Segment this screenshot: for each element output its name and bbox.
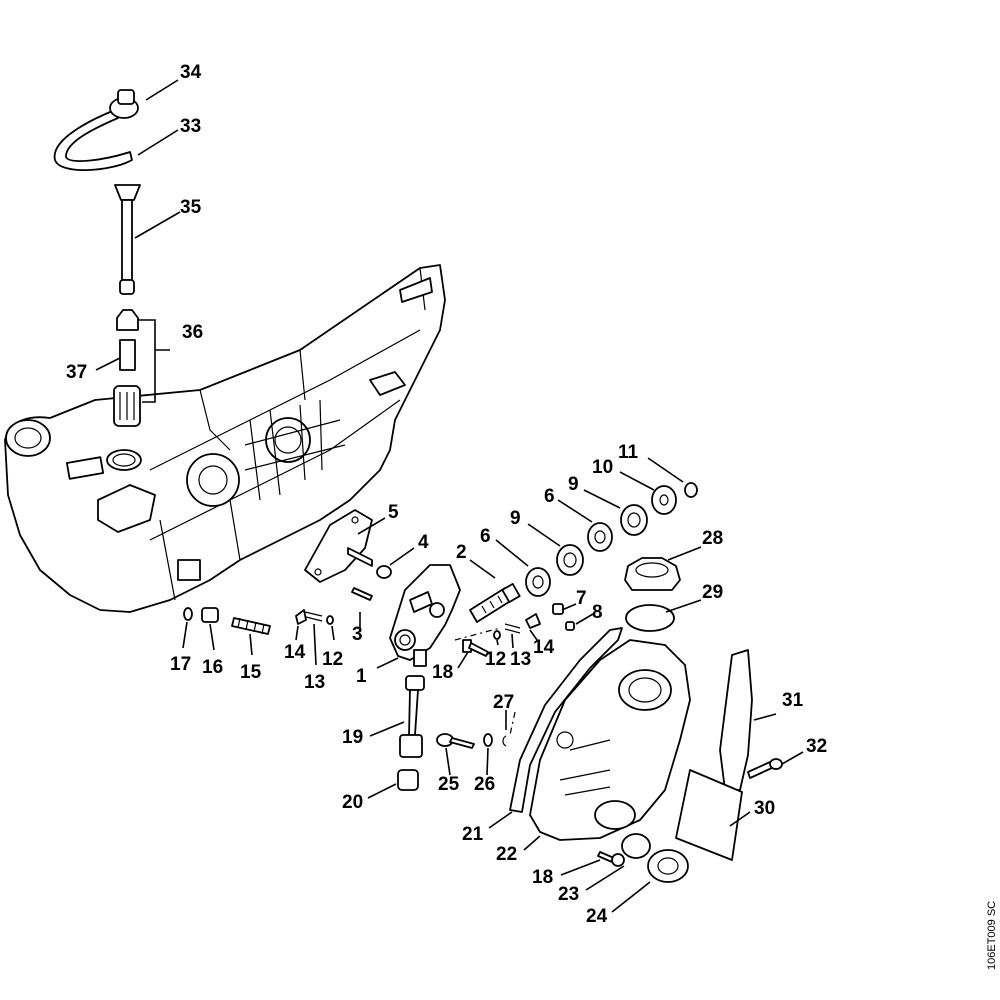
circlip-27 <box>502 735 507 747</box>
crankcase-housing <box>4 264 446 613</box>
callout-23: 23 <box>558 884 579 905</box>
screw-18a <box>462 639 489 657</box>
washer-26 <box>483 733 493 747</box>
callout-12a: 12 <box>322 649 343 670</box>
callout-1: 1 <box>356 666 367 687</box>
oil-pump-body <box>389 564 461 667</box>
gasket-plate <box>304 509 373 583</box>
callout-25: 25 <box>438 774 460 795</box>
callout-15: 15 <box>240 662 262 683</box>
bearing-stack <box>525 482 698 597</box>
guide-plate-31 <box>719 649 753 791</box>
callout-26: 26 <box>474 774 495 795</box>
callout-32: 32 <box>806 736 827 757</box>
grommet-20 <box>397 769 419 791</box>
callout-27: 27 <box>493 692 514 713</box>
callout-28: 28 <box>702 528 723 549</box>
adjusting-screw-parts <box>295 603 575 640</box>
callout-5: 5 <box>388 502 399 523</box>
callout-14a: 14 <box>284 642 306 663</box>
callout-22: 22 <box>496 844 517 865</box>
callout-4: 4 <box>418 532 429 553</box>
cover-22 <box>529 639 691 841</box>
screw-18b <box>597 851 625 867</box>
callout-18a: 18 <box>432 662 453 683</box>
strainer-assembly <box>113 309 141 427</box>
callout-35: 35 <box>180 197 202 218</box>
shield-30 <box>675 769 743 861</box>
callout-9b: 9 <box>568 474 579 495</box>
oil-cap <box>624 557 681 591</box>
bearing-cap-24 <box>647 849 689 883</box>
callout-31: 31 <box>782 690 804 711</box>
callout-6a: 6 <box>480 526 491 547</box>
callout-9a: 9 <box>510 508 521 529</box>
callout-7: 7 <box>576 588 587 609</box>
callout-2: 2 <box>456 542 467 563</box>
callout-34: 34 <box>180 62 202 83</box>
callout-21: 21 <box>462 824 484 845</box>
callout-30: 30 <box>754 798 775 819</box>
callout-labels: 34 33 35 36 37 5 4 2 6 9 6 9 10 11 28 29… <box>66 62 827 927</box>
drawing-code: 106ET009 SC <box>986 901 998 970</box>
callout-16: 16 <box>202 657 223 678</box>
leader-lines <box>95 79 804 913</box>
callout-29: 29 <box>702 582 723 603</box>
callout-36: 36 <box>182 322 203 343</box>
callout-19: 19 <box>342 727 363 748</box>
screw-32 <box>747 758 783 779</box>
worm-shaft-2 <box>469 583 521 623</box>
pickup-tube-19 <box>399 675 425 758</box>
callout-33: 33 <box>180 116 201 137</box>
seal-ring-23 <box>621 833 651 859</box>
gasket-21 <box>509 627 623 813</box>
pump-small-parts-left <box>183 607 271 635</box>
callout-8: 8 <box>592 602 603 623</box>
callout-17: 17 <box>170 654 191 675</box>
callout-11: 11 <box>618 442 639 463</box>
screw-25 <box>436 733 475 749</box>
washer-4 <box>376 565 392 579</box>
oil-suction-hose <box>53 89 139 172</box>
callout-24: 24 <box>586 906 608 927</box>
callout-14b: 14 <box>533 637 555 658</box>
callout-6b: 6 <box>544 486 555 507</box>
callout-10: 10 <box>592 457 613 478</box>
callout-37: 37 <box>66 362 87 383</box>
callout-12b: 12 <box>485 649 506 670</box>
pin-3 <box>351 587 373 601</box>
callout-18b: 18 <box>532 867 553 888</box>
callout-13b: 13 <box>510 649 531 670</box>
callout-13a: 13 <box>304 672 325 693</box>
o-ring <box>625 604 675 632</box>
callout-20: 20 <box>342 792 363 813</box>
callout-3: 3 <box>352 624 363 645</box>
alignment-lines <box>454 627 516 736</box>
pickup-body <box>114 184 141 295</box>
